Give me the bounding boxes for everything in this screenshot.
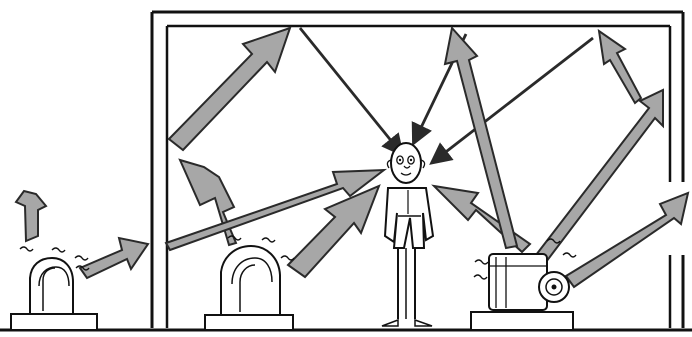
ray-left-right-arrow bbox=[80, 238, 148, 278]
listener-figure bbox=[382, 143, 433, 326]
listener-head-icon bbox=[391, 143, 421, 183]
ray-right-to-ceiling-arrow bbox=[599, 31, 641, 103]
ray-left-up-arrow bbox=[16, 191, 46, 241]
right-source-body-icon bbox=[489, 254, 547, 310]
listener-body-icon bbox=[385, 188, 433, 248]
left-source-base-icon bbox=[11, 314, 97, 330]
ray-wall-up-arrow bbox=[169, 28, 290, 150]
sound-rays bbox=[16, 28, 688, 287]
right-sound-source bbox=[471, 239, 576, 330]
center-source-body-icon bbox=[221, 246, 280, 315]
center-source-base-icon bbox=[205, 315, 293, 330]
left-sound-source bbox=[11, 247, 97, 330]
right-source-base-icon bbox=[471, 312, 573, 330]
center-sound-source bbox=[205, 236, 294, 330]
left-source-body-icon bbox=[30, 258, 73, 314]
reflection-from-ceiling-left bbox=[300, 28, 397, 148]
